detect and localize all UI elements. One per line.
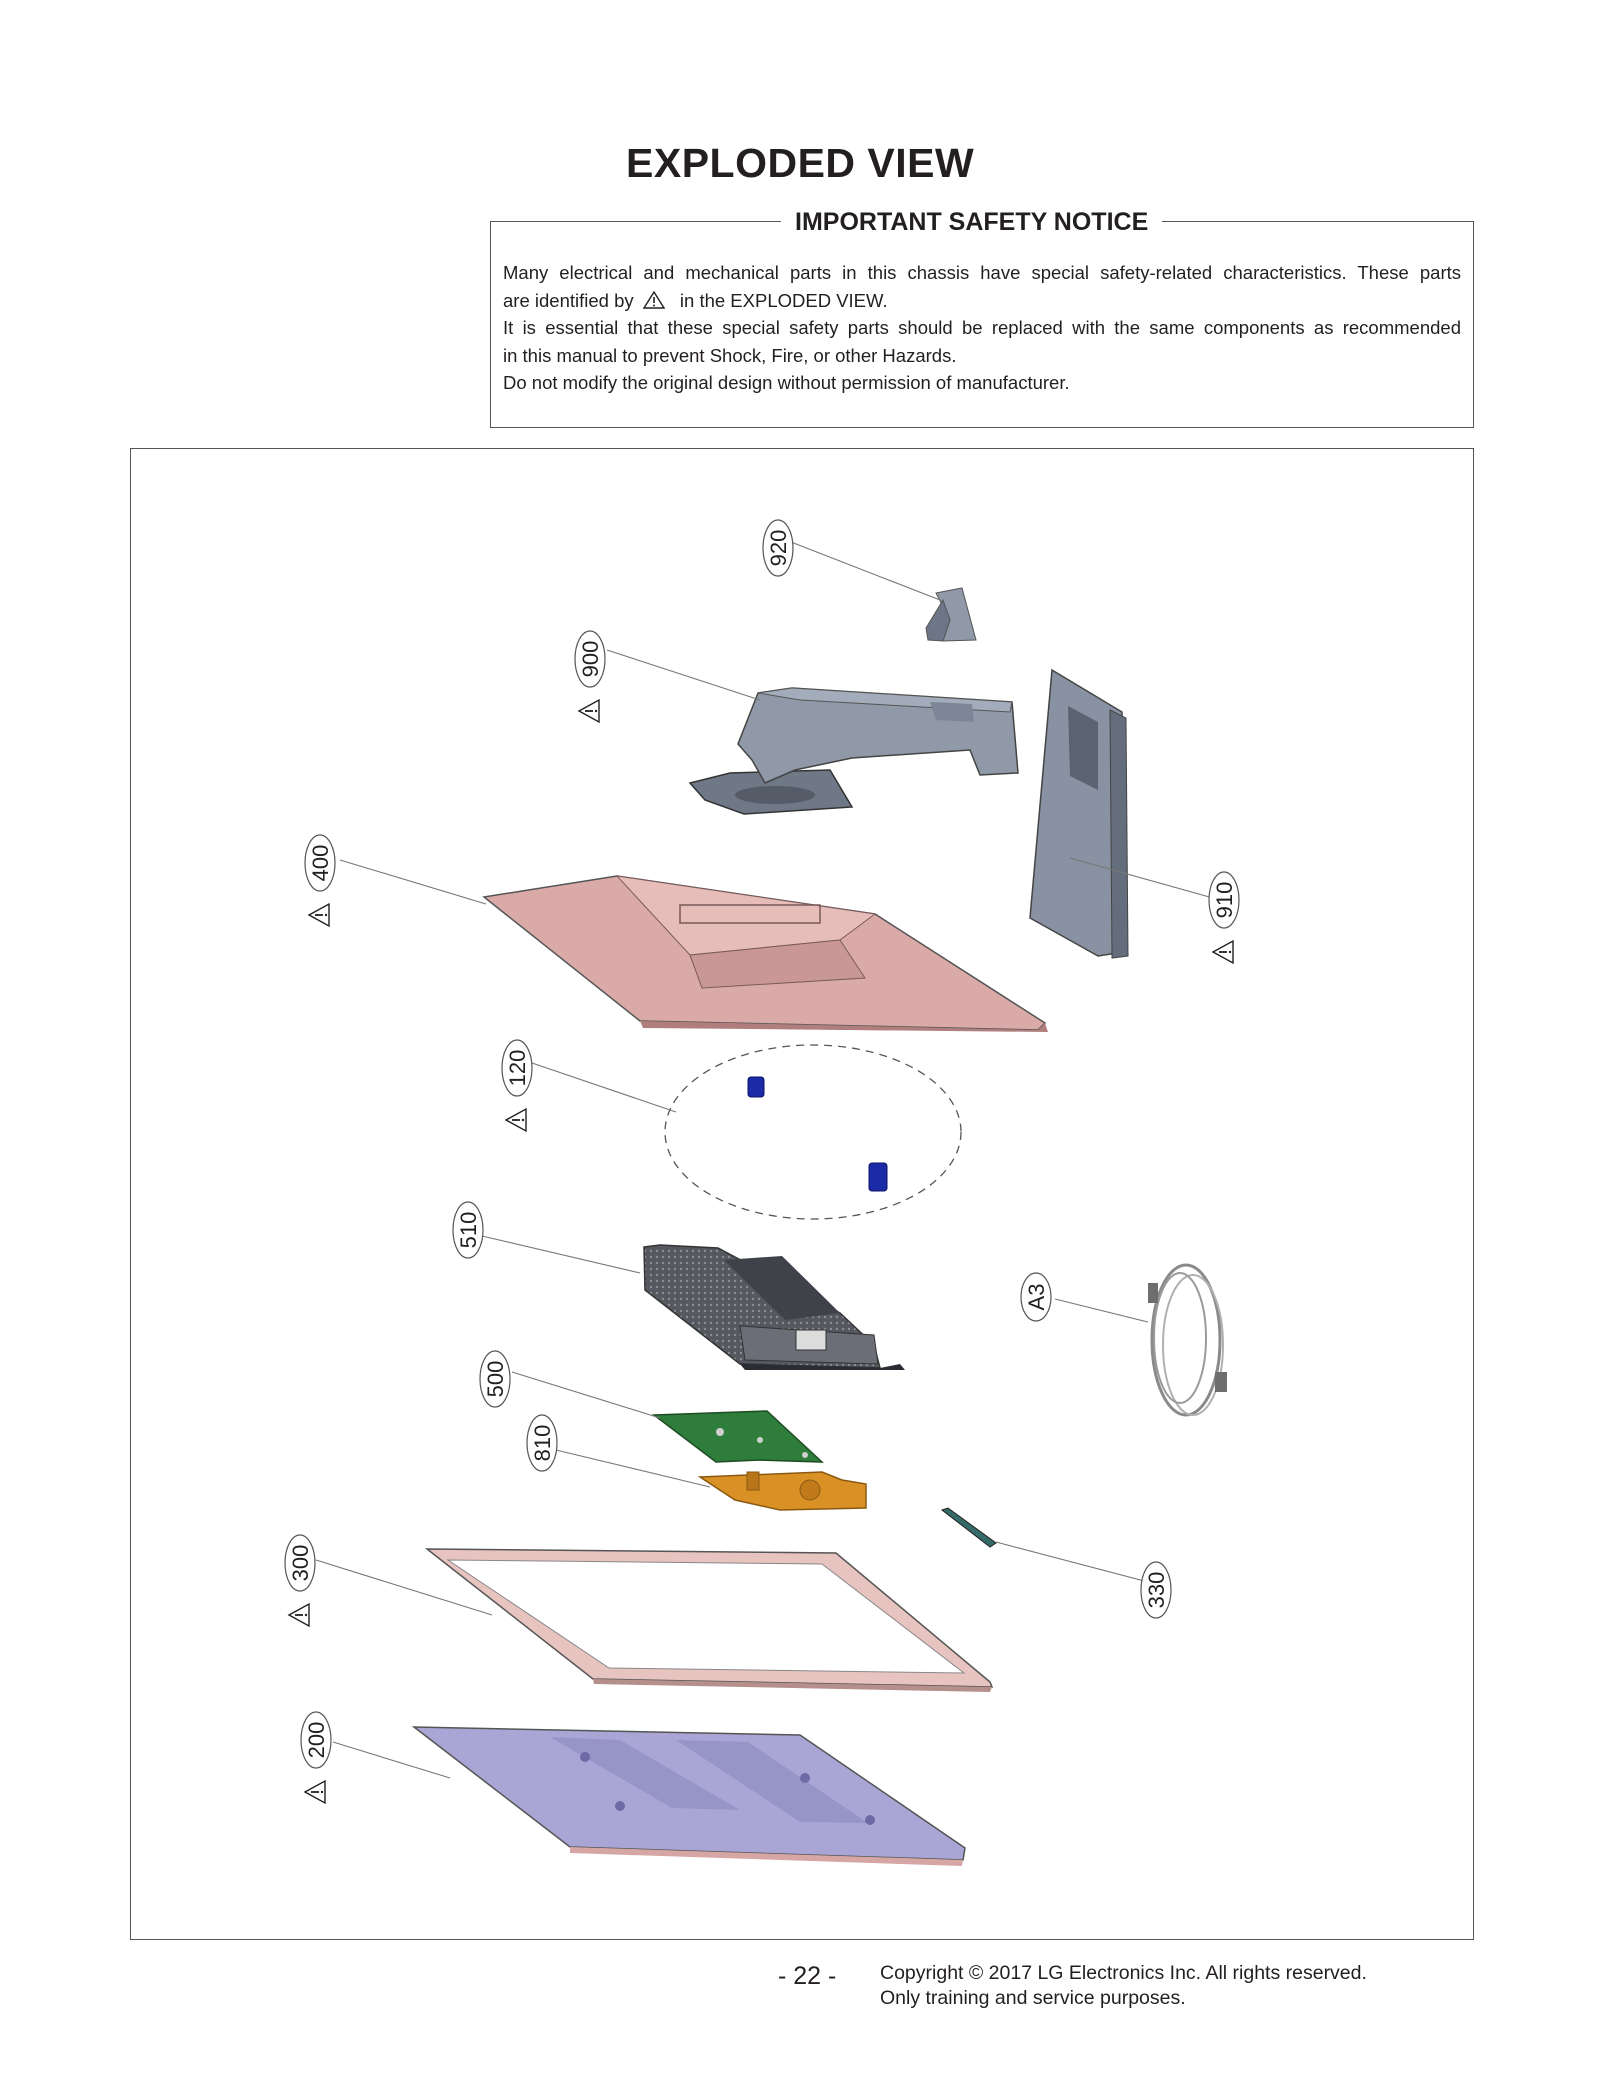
- callout-bubble: [526, 1414, 558, 1472]
- callout-label: 920: [766, 530, 791, 567]
- page-number: - 22 -: [778, 1962, 837, 1990]
- callout-120: 120: [501, 1039, 533, 1133]
- callout-label: 300: [288, 1545, 313, 1582]
- notice-line-3: It is essential that these special safet…: [503, 317, 1461, 338]
- warning-triangle-icon: [577, 698, 600, 724]
- callout-300: 300: [284, 1534, 316, 1628]
- callout-label: A3: [1024, 1284, 1049, 1311]
- warning-triangle-icon: [504, 1107, 527, 1133]
- safety-notice-box: IMPORTANT SAFETY NOTICE Many electrical …: [490, 208, 1474, 428]
- notice-line-2-start: are identified by: [503, 289, 634, 311]
- callout-330: 330: [1140, 1561, 1172, 1619]
- warning-triangle-icon: [303, 1779, 326, 1805]
- callout-label: 900: [578, 641, 603, 678]
- callout-bubble: [304, 834, 336, 892]
- leader-lines: [315, 541, 1214, 1779]
- part-900-stand-body: [688, 687, 1019, 815]
- callout-200: 200: [300, 1711, 332, 1805]
- part-500-main-board: [651, 1410, 824, 1463]
- callout-510: 510: [452, 1201, 484, 1259]
- callout-label: 500: [483, 1361, 508, 1398]
- part-A3-power-cord: [1148, 1263, 1227, 1417]
- callout-label: 400: [308, 845, 333, 882]
- callout-bubble: [762, 519, 794, 577]
- callout-label: 330: [1144, 1572, 1169, 1609]
- callout-bubble: [501, 1039, 533, 1097]
- part-400-back-cover: [482, 875, 1048, 1032]
- warning-triangle-icon: [1211, 939, 1234, 965]
- part-200-lcd-panel: [411, 1726, 966, 1866]
- callout-bubble: [1140, 1561, 1172, 1619]
- callout-label: 810: [530, 1425, 555, 1462]
- callout-900: 900: [574, 630, 606, 724]
- part-810-bracket: [697, 1471, 867, 1511]
- notice-line-2-end: in the EXPLODED VIEW.: [679, 289, 888, 311]
- callout-910: 910: [1208, 871, 1240, 965]
- page-title: EXPLODED VIEW: [626, 140, 975, 186]
- safety-notice-body: Many electrical and mechanical parts in …: [503, 259, 1461, 397]
- callout-bubble: [452, 1201, 484, 1259]
- notice-line-5: Do not modify the original design withou…: [503, 372, 1070, 393]
- callout-bubble: [479, 1350, 511, 1408]
- notice-line-4: in this manual to prevent Shock, Fire, o…: [503, 344, 957, 366]
- callout-bubble: [1020, 1272, 1052, 1322]
- copyright-line-1: Copyright © 2017 LG Electronics Inc. All…: [880, 1962, 1367, 1984]
- copyright-line-2: Only training and service purposes.: [880, 1987, 1186, 2009]
- callout-bubble: [574, 630, 606, 688]
- callout-bubble: [1208, 871, 1240, 929]
- callout-500: 500: [479, 1350, 511, 1408]
- part-910-stand-back: [1029, 668, 1129, 959]
- warning-triangle-icon: [307, 902, 330, 928]
- copyright-notice: Copyright © 2017 LG Electronics Inc. All…: [880, 1961, 1367, 2011]
- callout-bubble: [300, 1711, 332, 1769]
- warning-triangle-icon: [287, 1602, 310, 1628]
- notice-line-1: Many electrical and mechanical parts in …: [503, 262, 1461, 283]
- safety-notice-title: IMPORTANT SAFETY NOTICE: [781, 208, 1163, 237]
- part-920-stand-cover: [925, 587, 977, 642]
- part-510-power-supply: [643, 1244, 905, 1370]
- part-300-front-frame: [424, 1548, 994, 1692]
- exploded-view-frame: [130, 448, 1474, 1940]
- callout-bubble: [284, 1534, 316, 1592]
- part-330-ir-board: [940, 1507, 997, 1548]
- callout-label: 200: [304, 1722, 329, 1759]
- warning-triangle-icon: [642, 290, 665, 309]
- callout-400: 400: [304, 834, 336, 928]
- callout-label: 510: [456, 1212, 481, 1249]
- notice-line-2: are identified by in the EXPLODED VIEW.: [503, 287, 1461, 315]
- callout-920: 920: [762, 519, 794, 577]
- callout-810: 810: [526, 1414, 558, 1472]
- callout-label: 120: [505, 1050, 530, 1087]
- part-120-screws: [664, 1044, 962, 1220]
- callout-a3: A3: [1020, 1272, 1052, 1322]
- callout-label: 910: [1212, 882, 1237, 919]
